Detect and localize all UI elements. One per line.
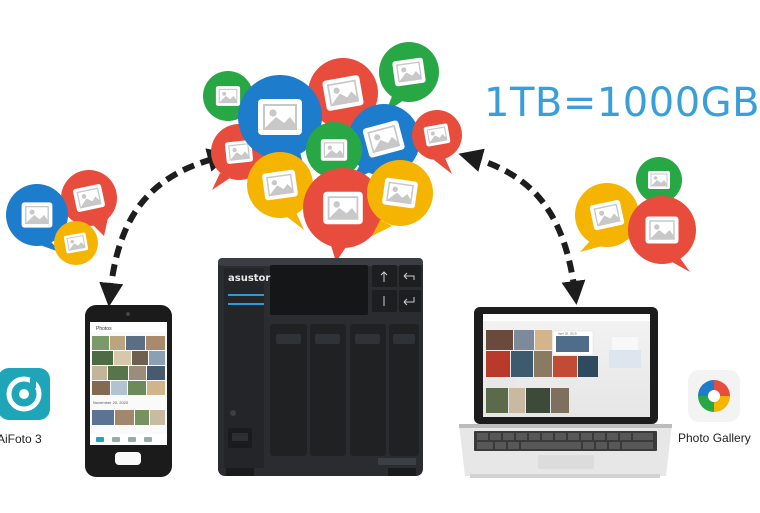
photo-bubble-icon — [379, 42, 439, 112]
photo-bubble-group-right — [575, 157, 696, 272]
photo-bubble-icon — [628, 196, 696, 272]
aifoto-icon — [0, 368, 50, 420]
brand-logo: asustor — [228, 273, 270, 284]
smartphone: Photos November 20, 2020 — [85, 305, 172, 477]
phone-date-label: November 20, 2020 — [93, 400, 129, 405]
nas-device: asustor — [218, 258, 423, 476]
sync-arrow-right — [458, 148, 586, 305]
photo-gallery-icon — [688, 370, 740, 422]
photo-bubble-icon — [247, 152, 313, 230]
scene: Photos November 20, 2020 asustor — [0, 42, 760, 478]
phone-screen-title: Photos — [96, 326, 112, 332]
illustration: Photos November 20, 2020 asustor — [0, 42, 740, 478]
laptop: April 20, 2019 — [459, 307, 672, 478]
photo-bubble-icon — [575, 183, 639, 252]
photo-bubble-icon — [54, 221, 98, 265]
sync-arrow-left — [99, 148, 232, 307]
photo-bubble-group-left — [6, 170, 117, 265]
aifoto-app-label: AiFoto 3 — [0, 432, 42, 446]
photo-bubble-icon — [61, 170, 117, 236]
laptop-date-label: April 20, 2019 — [558, 332, 577, 336]
photo-gallery-app-label: Photo Gallery — [678, 431, 751, 445]
storage-capacity-headline: 1TB=1000GB — [484, 80, 760, 126]
photo-bubble-icon — [303, 168, 383, 262]
photo-bubble-group-center — [203, 42, 462, 262]
photo-bubble-icon — [412, 110, 462, 174]
photo-bubble-icon — [367, 160, 433, 236]
